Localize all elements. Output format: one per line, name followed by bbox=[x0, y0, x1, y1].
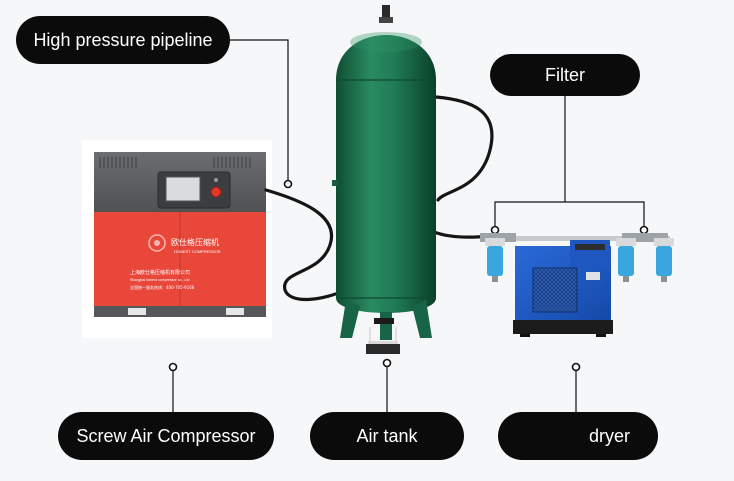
compressor-logo-icon bbox=[148, 234, 166, 252]
company-en: Shanghai honest compressor co., Ltd bbox=[130, 278, 190, 282]
pipeline-dot bbox=[283, 179, 293, 189]
compressor-base bbox=[94, 306, 266, 317]
dryer-dot bbox=[571, 362, 581, 372]
label-high-pressure-pipeline: High pressure pipeline bbox=[16, 16, 230, 64]
emergency-stop bbox=[210, 186, 222, 198]
label-filter: Filter bbox=[490, 54, 640, 96]
dryer-vent-grille bbox=[532, 267, 578, 313]
filter-leader-line bbox=[494, 88, 566, 230]
pipeline-leader-line bbox=[226, 39, 289, 184]
drain-valve bbox=[366, 344, 400, 354]
filter-right-1 bbox=[616, 238, 636, 282]
air-tank bbox=[332, 5, 436, 354]
hose-tank-to-filter bbox=[434, 95, 494, 202]
filter-leader-line-right bbox=[565, 201, 645, 230]
filter-dot-right bbox=[639, 225, 649, 235]
filter-assembly bbox=[480, 233, 674, 282]
label-dryer: dryer bbox=[498, 412, 658, 460]
filter-left bbox=[485, 238, 505, 282]
filter-right-2 bbox=[654, 238, 674, 282]
filter-dot-left bbox=[490, 225, 500, 235]
dryer-base bbox=[513, 320, 613, 334]
airtank-dot bbox=[382, 358, 392, 368]
refrigerated-dryer bbox=[513, 240, 613, 337]
display-screen bbox=[165, 176, 201, 202]
hose-compressor-to-tank bbox=[264, 188, 347, 302]
tank-leg-left bbox=[340, 300, 360, 338]
connector-lines bbox=[172, 39, 645, 420]
connector-dots bbox=[168, 179, 649, 372]
compressor-dot bbox=[168, 362, 178, 372]
top-vents bbox=[99, 157, 251, 168]
company-cn: 上海欧仕格压缩机有限公司 bbox=[130, 269, 190, 276]
hotline: 全国统一服务热线：400-705-9168 bbox=[130, 284, 195, 290]
screw-air-compressor: 欧仕格压缩机 HONEST COMPRESSOR 上海欧仕格压缩机有限公司 Sh… bbox=[82, 140, 272, 338]
brand-en: HONEST COMPRESSOR bbox=[174, 249, 221, 254]
label-air-tank: Air tank bbox=[310, 412, 464, 460]
brand-cn: 欧仕格压缩机 bbox=[171, 237, 219, 247]
tank-body bbox=[336, 35, 436, 313]
tank-leg-right bbox=[412, 300, 432, 338]
tank-leg-center bbox=[380, 312, 392, 340]
label-screw-air-compressor: Screw Air Compressor bbox=[58, 412, 274, 460]
